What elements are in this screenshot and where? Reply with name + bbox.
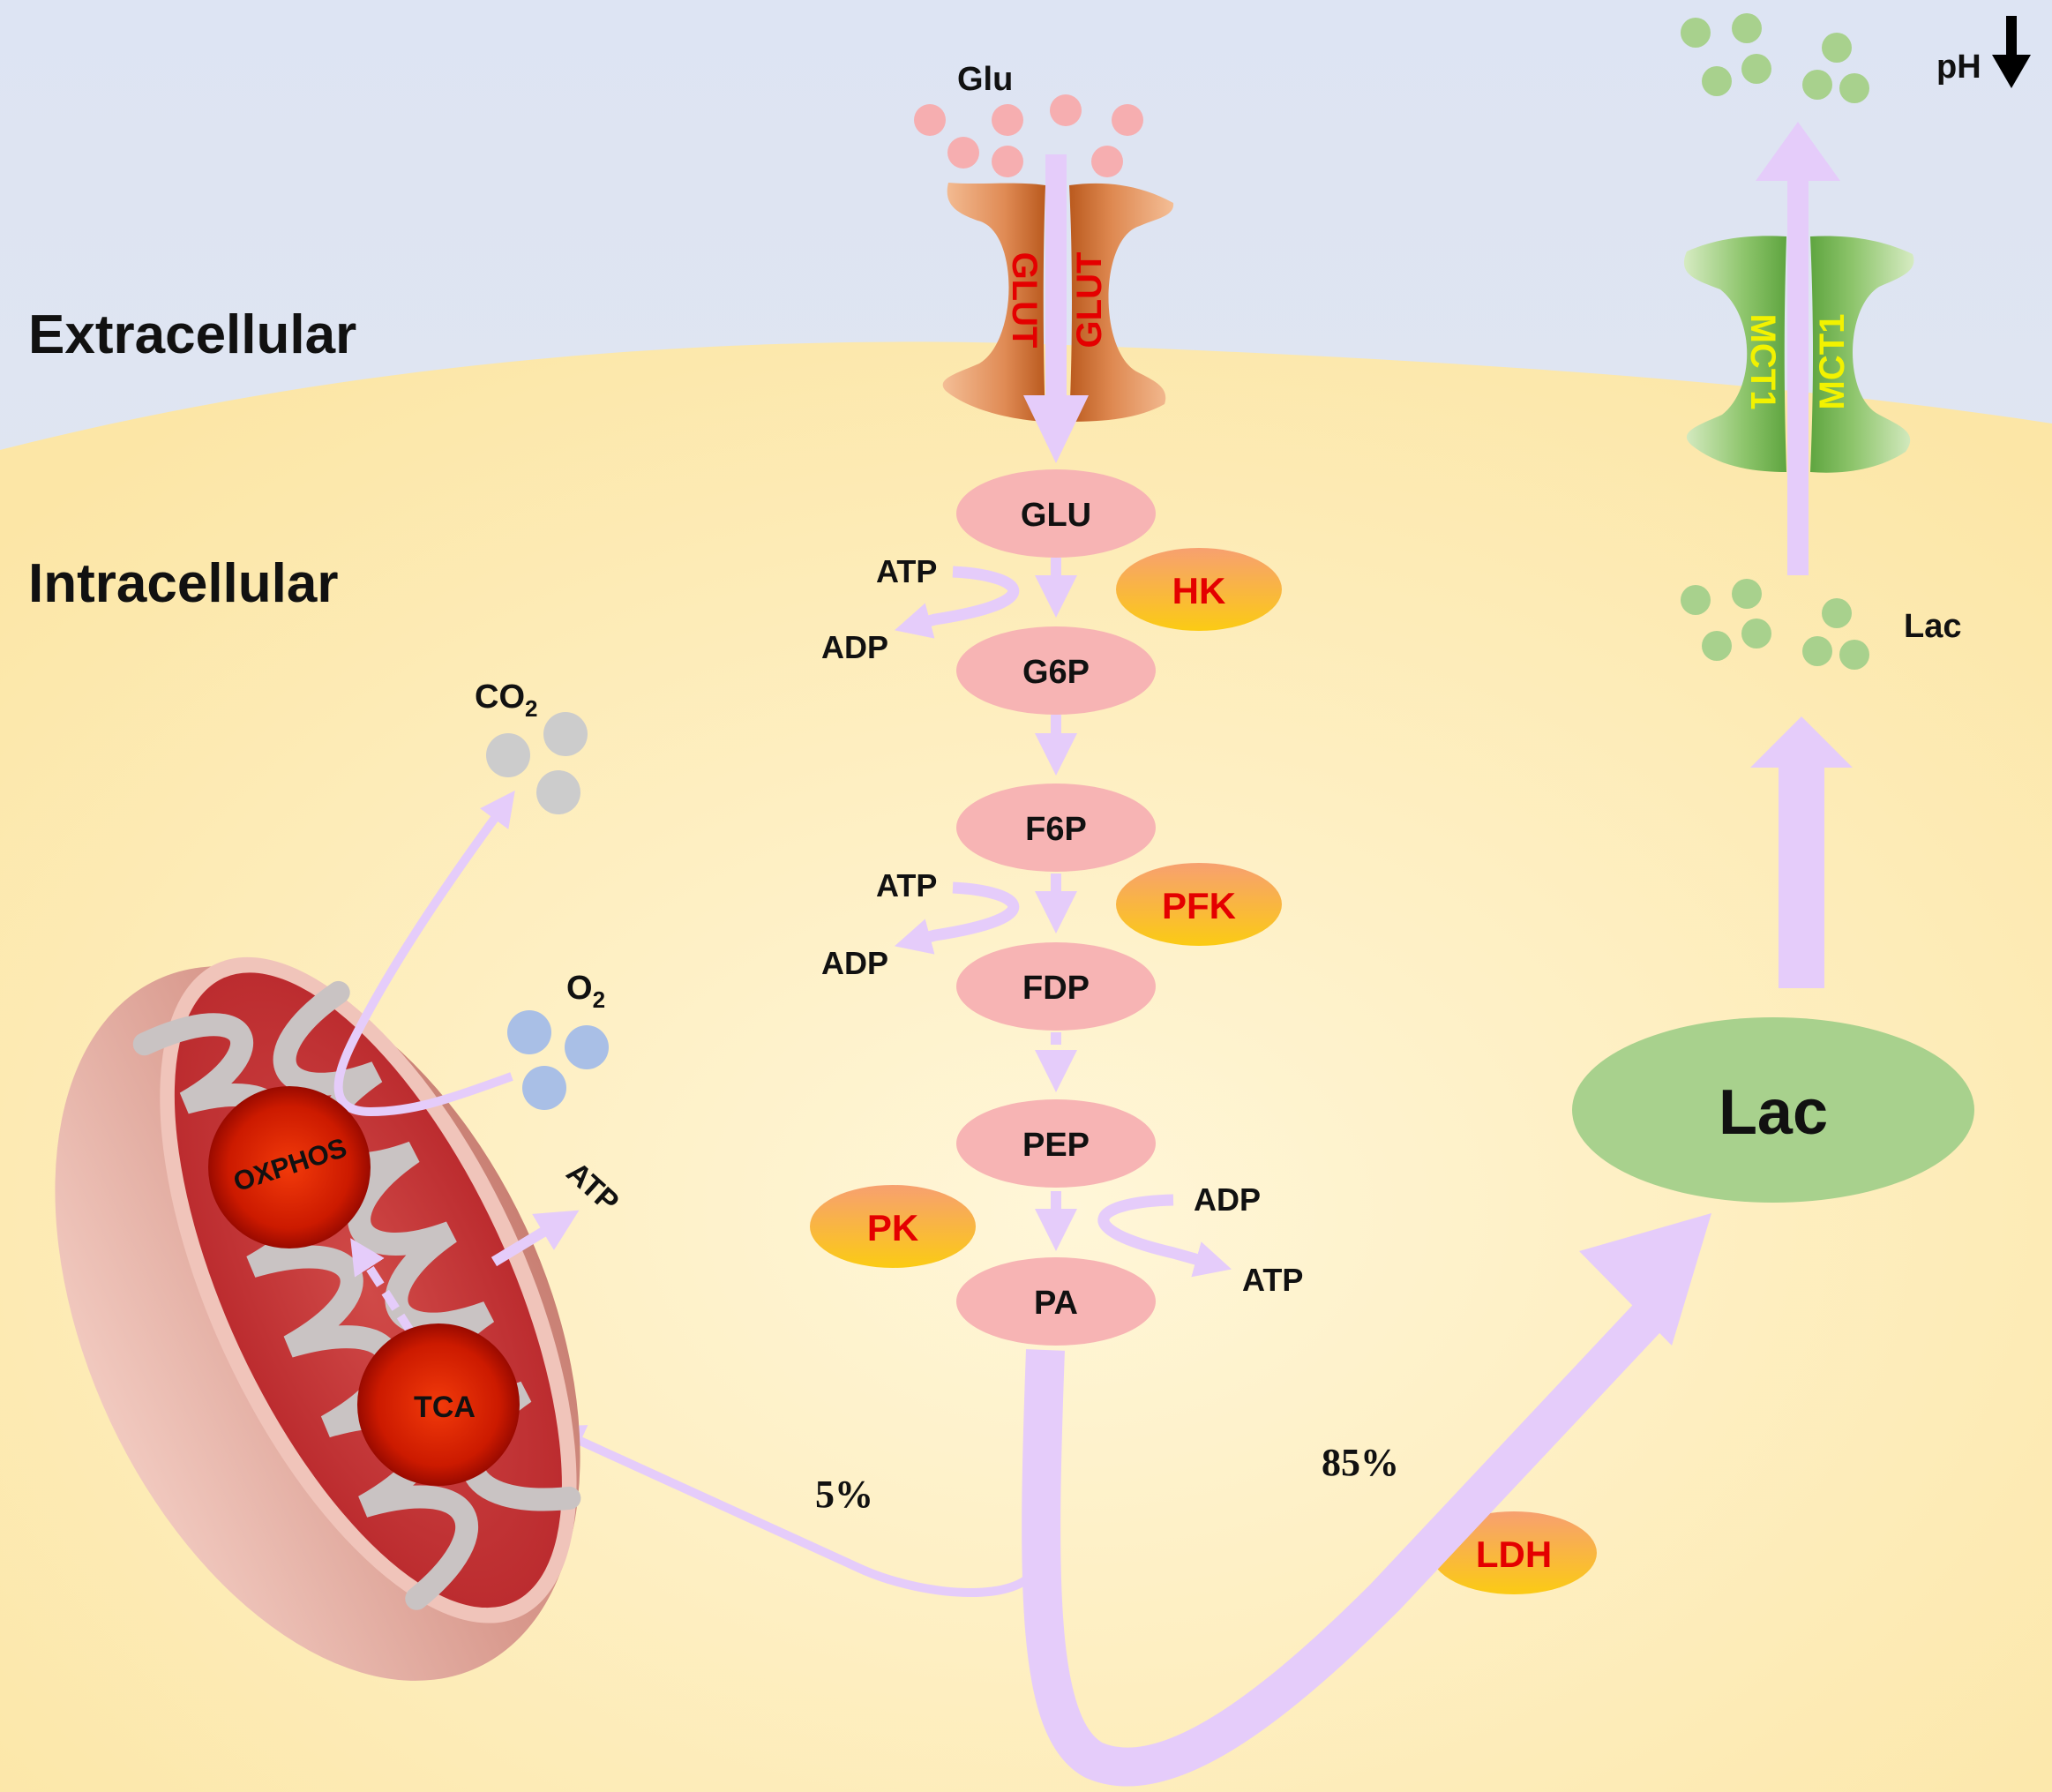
svg-text:Lac: Lac <box>1719 1077 1828 1148</box>
enzyme-pfk: PFK <box>1116 863 1282 946</box>
mct1-right-label: MCT1 <box>1813 314 1852 410</box>
svg-text:FDP: FDP <box>1022 970 1090 1007</box>
ph-down-arrow-icon <box>1992 16 2031 88</box>
hk-adp-label: ADP <box>821 629 888 665</box>
lactate-up-arrow-shaft <box>1779 766 1824 988</box>
svg-text:PFK: PFK <box>1162 885 1236 926</box>
pyruvate-to-tca-arrow <box>548 1425 1044 1597</box>
svg-text:O2: O2 <box>566 970 605 1013</box>
o2-label: O2 <box>566 970 605 1013</box>
pfk-atp-adp-arrow <box>894 881 1020 955</box>
flux-to-tca-label: 5% <box>815 1473 873 1516</box>
pyruvate-to-lactate-arrowhead <box>1579 1213 1711 1346</box>
glut-right-label: GLUT <box>1070 252 1109 349</box>
svg-text:PA: PA <box>1034 1285 1078 1322</box>
enzyme-hk: HK <box>1116 548 1282 631</box>
metabolite-g6p: G6P <box>956 626 1156 715</box>
svg-text:CO2: CO2 <box>475 679 537 722</box>
oxphos-gas-exchange-arrow <box>333 790 515 1117</box>
glucose-dots <box>914 94 1143 177</box>
hk-atp-adp-arrow <box>894 566 1020 639</box>
enzyme-pk: PK <box>810 1185 976 1268</box>
pyruvate-to-lactate-arrow <box>1022 1292 1674 1787</box>
glut-left-half <box>942 183 1045 422</box>
pk-atp-label: ATP <box>1242 1262 1303 1298</box>
metabolite-glu: GLU <box>956 469 1156 558</box>
lactate-export-arrow-shaft <box>1787 176 1809 575</box>
ph-label: pH <box>1936 49 1981 86</box>
tca-to-oxphos-arrow <box>350 1238 416 1335</box>
svg-text:G6P: G6P <box>1022 654 1090 691</box>
glut-transporter: GLUT GLUT <box>942 183 1174 422</box>
co2-label: CO2 <box>475 679 537 722</box>
svg-text:F6P: F6P <box>1025 811 1087 848</box>
metabolite-fdp: FDP <box>956 942 1156 1031</box>
metabolite-f6p: F6P <box>956 784 1156 872</box>
co2-dots <box>486 712 588 814</box>
lactate-export-arrow-head <box>1756 122 1840 181</box>
hk-atp-label: ATP <box>876 553 937 589</box>
lactate-extracellular-dots <box>1681 13 1869 103</box>
glut-right-half <box>1069 183 1174 422</box>
metabolite-pa: PA <box>956 1257 1156 1346</box>
svg-text:PEP: PEP <box>1022 1127 1090 1164</box>
o2-dots <box>507 1010 609 1110</box>
oxphos-complex: OXPHOS <box>208 1086 371 1248</box>
intracellular-label: Intracellular <box>28 553 338 614</box>
svg-text:LDH: LDH <box>1476 1533 1552 1575</box>
lactate-up-arrow-head <box>1750 716 1853 768</box>
svg-text:HK: HK <box>1172 570 1226 611</box>
glucose-extracellular-label: Glu <box>957 61 1013 98</box>
svg-text:GLU: GLU <box>1021 497 1091 534</box>
tca-cycle: TCA <box>357 1323 520 1486</box>
metabolite-pep: PEP <box>956 1099 1156 1188</box>
mito-atp-arrow <box>491 1210 580 1267</box>
svg-text:TCA: TCA <box>414 1391 476 1424</box>
pfk-adp-label: ADP <box>821 945 888 981</box>
mct1-transporter: MCT1 MCT1 <box>1683 236 1914 473</box>
glut-left-label: GLUT <box>1005 252 1044 349</box>
glucose-import-arrowhead <box>1023 395 1089 463</box>
pk-adp-atp-arrow <box>1097 1194 1232 1278</box>
svg-text:PK: PK <box>867 1207 918 1248</box>
mct1-left-label: MCT1 <box>1743 314 1782 410</box>
mct1-left-half <box>1683 236 1786 472</box>
mct1-right-half <box>1810 236 1914 473</box>
lactate-pool: Lac <box>1572 1017 1974 1203</box>
pfk-atp-label: ATP <box>876 867 937 903</box>
lactate-intracellular-dots <box>1681 579 1869 670</box>
pk-adp-label: ADP <box>1194 1181 1261 1218</box>
extracellular-label: Extracellular <box>28 304 356 365</box>
flux-to-lactate-label: 85% <box>1322 1441 1399 1484</box>
lactate-small-label: Lac <box>1904 608 1961 645</box>
